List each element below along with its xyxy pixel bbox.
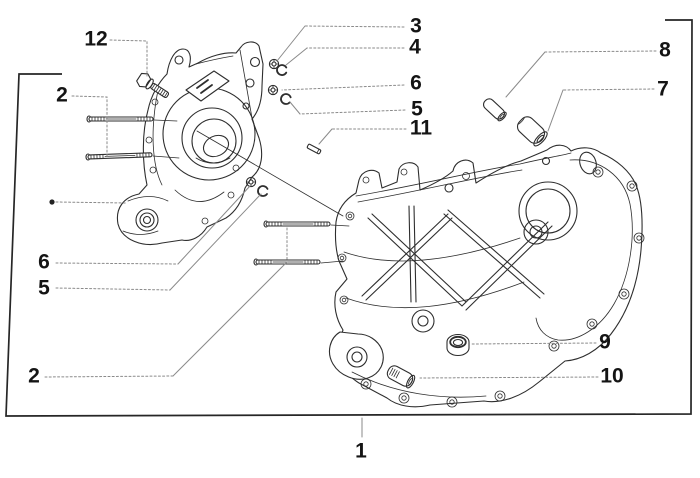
leader-9	[470, 342, 597, 345]
callout-labels: 1 2 2 3 4 5 5 6 6 7 8 9 10 11 12	[28, 15, 671, 463]
callout-1-label: 1	[355, 440, 367, 463]
bushing-7	[516, 116, 548, 147]
leader-4	[285, 47, 308, 66]
callout-7-label: 7	[657, 78, 669, 101]
leader-6-bottom	[177, 185, 251, 265]
callout-leaders	[44, 25, 657, 438]
leader-2-bottom	[172, 261, 288, 377]
callout-4-label: 4	[409, 36, 421, 59]
crankcase-right-half	[328, 144, 645, 408]
stud-seat-links	[152, 119, 350, 264]
stud-2a	[86, 115, 154, 123]
callout-9-label: 9	[599, 331, 611, 354]
circlip-5b	[257, 185, 269, 197]
callout-6-right-label: 6	[410, 72, 422, 95]
leader-12	[109, 39, 148, 77]
callout-11-label: 11	[410, 117, 433, 140]
leader-11	[318, 128, 333, 145]
figure-frame	[5, 19, 693, 417]
leader-3	[276, 25, 306, 62]
bolt-12	[136, 72, 170, 99]
washer-3	[268, 58, 280, 70]
reference-dot-pointer	[49, 199, 128, 205]
oil-seal-9	[446, 334, 470, 356]
case-rib-truss	[361, 205, 553, 311]
stud-2b	[85, 152, 153, 161]
callout-2-bottom-label: 2	[28, 365, 40, 388]
callout-5-right-label: 5	[411, 98, 423, 121]
stud-2c	[263, 220, 331, 228]
assembly-alignment-line	[196, 130, 344, 217]
crankcase-left-half	[116, 41, 264, 245]
callout-6-bottom-label: 6	[38, 251, 50, 274]
engine-mount-eye	[135, 208, 159, 232]
callout-12-label: 12	[84, 28, 107, 51]
leader-5-right-dash	[299, 109, 406, 115]
flange-bolt-bosses	[337, 166, 645, 408]
callout-3-label: 3	[410, 15, 422, 38]
leader-8	[505, 51, 546, 98]
leader-6-right	[281, 84, 405, 91]
stud-2d	[253, 258, 321, 266]
leader-8-dash	[544, 50, 657, 53]
washer-6b	[245, 176, 257, 188]
callout-5-bottom-label: 5	[38, 277, 50, 300]
leader-5-bottom	[169, 193, 262, 291]
leader-2-bottom-dash	[44, 375, 174, 378]
circlip-5a	[280, 93, 292, 105]
pin-11	[306, 143, 322, 155]
leader-7	[547, 89, 564, 132]
leader-5-right	[289, 101, 301, 115]
leader-2-top	[71, 95, 108, 157]
callout-2-top-label: 2	[56, 84, 68, 107]
callout-10-label: 10	[600, 365, 623, 388]
roller-10	[386, 365, 416, 389]
leader-6-bottom-dash	[55, 262, 179, 265]
dowel-8	[482, 98, 507, 122]
leader-3-dash	[304, 25, 405, 28]
leader-10	[419, 376, 599, 379]
washer-6a	[267, 84, 279, 96]
circlip-4	[276, 64, 288, 76]
callout-8-label: 8	[659, 39, 671, 62]
leader-5-bottom-dash	[55, 287, 171, 291]
leader-7-dash	[562, 88, 655, 91]
